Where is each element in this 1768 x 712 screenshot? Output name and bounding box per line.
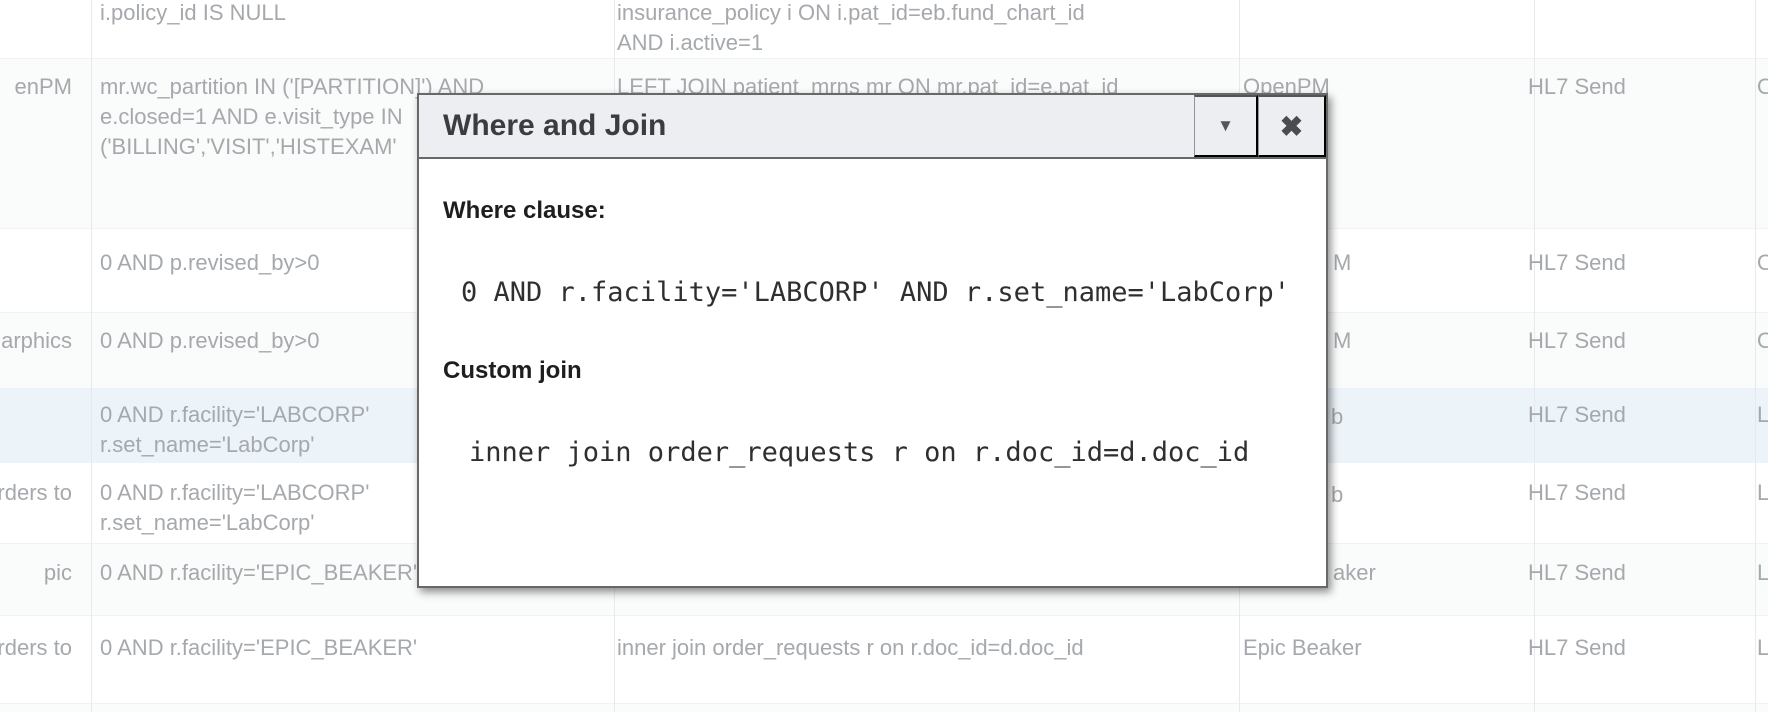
cell-name-fragment: arphics [1,328,72,353]
cell-module-fragment: M [1333,250,1352,275]
cell-type: HL7 Send [1528,402,1626,427]
chevron-down-icon: ▼ [1217,116,1234,135]
dialog-close-button[interactable]: ✖ [1258,95,1326,157]
cell-type: HL7 Send [1528,480,1626,505]
cell-where-clause: 0 AND p.revised_by>0 [100,328,320,353]
cell-where-clause: e.closed=1 AND e.visit_type IN [100,104,403,129]
table-row[interactable] [0,615,1768,703]
cell-join-clause: inner join order_requests r on r.doc_id=… [617,635,1084,660]
cell-where-clause: ('BILLING','VISIT','HISTEXAM' [100,134,397,159]
cell-type: HL7 Send [1528,74,1626,99]
cell-module-fragment: aker [1333,560,1376,585]
dialog-title: Where and Join [443,109,667,142]
cell-where-clause: 0 AND r.facility='LABCORP' [100,402,370,427]
cell-module-fragment: b [1331,482,1344,507]
cell-edge-fragment: L [1757,635,1768,660]
cell-edge-fragment: L [1757,560,1768,585]
cell-name-fragment: rders to [0,635,72,660]
cell-edge-fragment: O [1757,74,1768,99]
cell-where-clause: r.set_name='LabCorp' [100,432,315,457]
cell-module-fragment: M [1333,328,1352,353]
dialog-titlebar[interactable]: Where and Join ▼ ✖ [419,95,1326,159]
cell-name-fragment: enPM [14,74,72,99]
cell-type: HL7 Send [1528,328,1626,353]
cell-join-clause: AND i.active=1 [617,30,764,55]
cell-where-clause: 0 AND p.revised_by>0 [100,250,320,275]
column-divider [1534,0,1535,712]
dialog-collapse-button[interactable]: ▼ [1194,95,1258,157]
cell-type: HL7 Send [1528,635,1626,660]
column-divider [1755,0,1756,712]
cell-join-clause: insurance_policy i ON i.pat_id=eb.fund_c… [617,0,1085,25]
cell-type: HL7 Send [1528,250,1626,275]
cell-edge-fragment: O [1757,328,1768,353]
table-row[interactable] [0,703,1768,712]
cell-edge-fragment: L [1757,402,1768,427]
cell-edge-fragment: L [1757,480,1768,505]
column-divider [91,0,92,712]
where-clause-value: 0 AND r.facility='LABCORP' AND r.set_nam… [461,277,1291,308]
cell-where-clause: r.set_name='LabCorp' [100,510,315,535]
custom-join-value: inner join order_requests r on r.doc_id=… [469,437,1250,468]
where-clause-label: Where clause: [443,197,606,224]
cell-where-clause: i.policy_id IS NULL [100,0,286,25]
cell-where-clause: 0 AND r.facility='EPIC_BEAKER' [100,560,418,585]
close-icon: ✖ [1279,110,1304,142]
cell-module-fragment: b [1331,404,1344,429]
cell-name-fragment: rders to [0,480,72,505]
cell-edge-fragment: O [1757,250,1768,275]
cell-where-clause: 0 AND r.facility='LABCORP' [100,480,370,505]
custom-join-label: Custom join [443,357,582,384]
cell-name-fragment: pic [43,560,72,585]
cell-type: HL7 Send [1528,560,1626,585]
cell-where-clause: 0 AND r.facility='EPIC_BEAKER' [100,635,418,660]
table-row[interactable] [0,0,1768,58]
cell-module: Epic Beaker [1243,635,1362,660]
where-and-join-dialog: Where and Join ▼ ✖ Where clause: 0 AND r… [417,93,1328,588]
